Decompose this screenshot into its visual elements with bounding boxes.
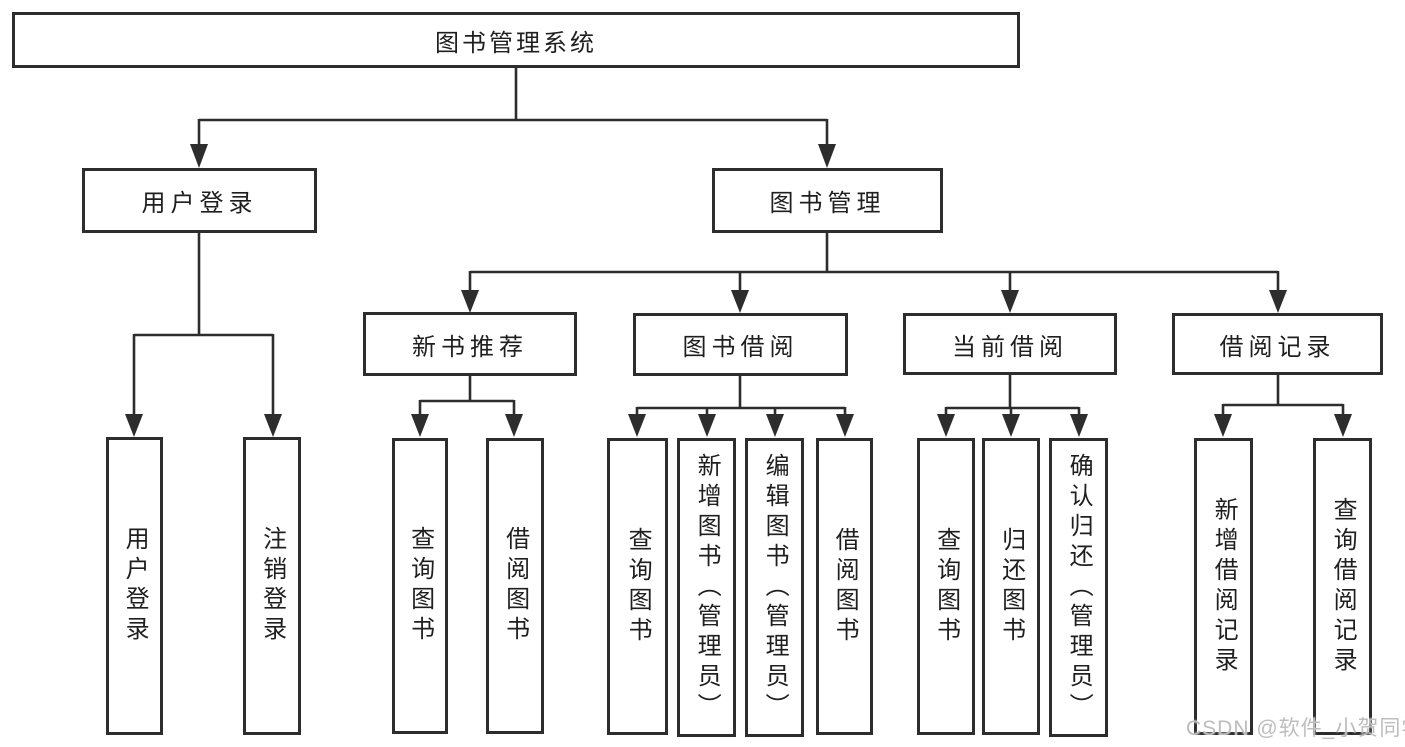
node-book-borrow-label: 图书借阅 [682, 334, 799, 361]
node-cb-return-books-label: 归还图书 [997, 526, 1025, 647]
node-br-add-record-label: 新增借阅记录 [1210, 496, 1238, 677]
node-book-borrow: 图书借阅 [633, 313, 848, 376]
arrowhead-icon [190, 144, 208, 168]
node-logout: 注销登录 [243, 437, 301, 735]
arrowhead-icon [628, 414, 646, 437]
node-user-login: 用户登录 [82, 168, 317, 233]
arrowhead-icon [125, 414, 143, 437]
arrowhead-icon [766, 414, 784, 437]
arrowhead-icon [461, 290, 479, 313]
node-cb-query-books: 查询图书 [917, 438, 975, 735]
arrowhead-icon [264, 414, 282, 437]
arrowhead-icon [1214, 414, 1232, 437]
node-nb-query-books-label: 查询图书 [406, 526, 434, 646]
node-nb-borrow-books: 借阅图书 [486, 438, 544, 734]
node-logout-label: 注销登录 [258, 526, 286, 646]
node-root-label: 图书管理系统 [435, 29, 597, 57]
node-cb-confirm-return-admin-label: 确认归还（管理员） [1065, 452, 1093, 723]
arrowhead-icon [411, 414, 429, 437]
node-borrow-records: 借阅记录 [1172, 313, 1383, 375]
node-nb-borrow-books-label: 借阅图书 [501, 526, 529, 646]
arrowhead-icon [1334, 414, 1352, 437]
node-borrow-records-label: 借阅记录 [1219, 333, 1336, 361]
node-user-login-label: 用户登录 [141, 190, 258, 217]
arrowhead-icon [818, 144, 836, 168]
node-book-management-label: 图书管理 [769, 190, 886, 217]
node-bb-add-books-admin: 新增图书（管理员） [677, 438, 736, 737]
node-bb-borrow-books: 借阅图书 [816, 438, 873, 735]
node-bb-query-books: 查询图书 [607, 438, 668, 735]
node-cb-return-books: 归还图书 [982, 438, 1040, 735]
node-user-login-leaf: 用户登录 [106, 437, 163, 735]
arrowhead-icon [836, 414, 854, 437]
node-cb-confirm-return-admin: 确认归还（管理员） [1049, 438, 1108, 737]
node-bb-edit-books-admin-label: 编辑图书（管理员） [761, 452, 789, 723]
arrowhead-icon [937, 414, 955, 437]
node-new-book-recommend: 新书推荐 [363, 312, 577, 376]
node-br-add-record: 新增借阅记录 [1194, 438, 1253, 735]
node-br-query-record: 查询借阅记录 [1313, 438, 1372, 735]
node-user-login-leaf-label: 用户登录 [121, 526, 149, 646]
node-nb-query-books: 查询图书 [392, 438, 448, 734]
node-br-query-record-label: 查询借阅记录 [1329, 496, 1357, 677]
arrowhead-icon [1002, 414, 1020, 437]
node-cb-query-books-label: 查询图书 [932, 526, 960, 647]
node-book-management: 图书管理 [712, 168, 943, 233]
node-bb-add-books-admin-label: 新增图书（管理员） [693, 452, 721, 723]
node-bb-borrow-books-label: 借阅图书 [831, 526, 859, 647]
node-root: 图书管理系统 [12, 12, 1020, 68]
node-bb-query-books-label: 查询图书 [624, 526, 652, 647]
node-current-borrow-label: 当前借阅 [952, 333, 1068, 361]
csdn-watermark: CSDN @软件_小贺同学 [1186, 717, 1405, 740]
arrowhead-icon [731, 290, 749, 313]
arrowhead-icon [1001, 290, 1019, 313]
arrowhead-icon [1070, 414, 1088, 437]
node-current-borrow: 当前借阅 [903, 313, 1117, 375]
arrowhead-icon [505, 414, 523, 437]
arrowhead-icon [1269, 290, 1287, 313]
node-bb-edit-books-admin: 编辑图书（管理员） [745, 438, 804, 737]
node-new-book-recommend-label: 新书推荐 [412, 333, 528, 361]
arrowhead-icon [698, 414, 716, 437]
